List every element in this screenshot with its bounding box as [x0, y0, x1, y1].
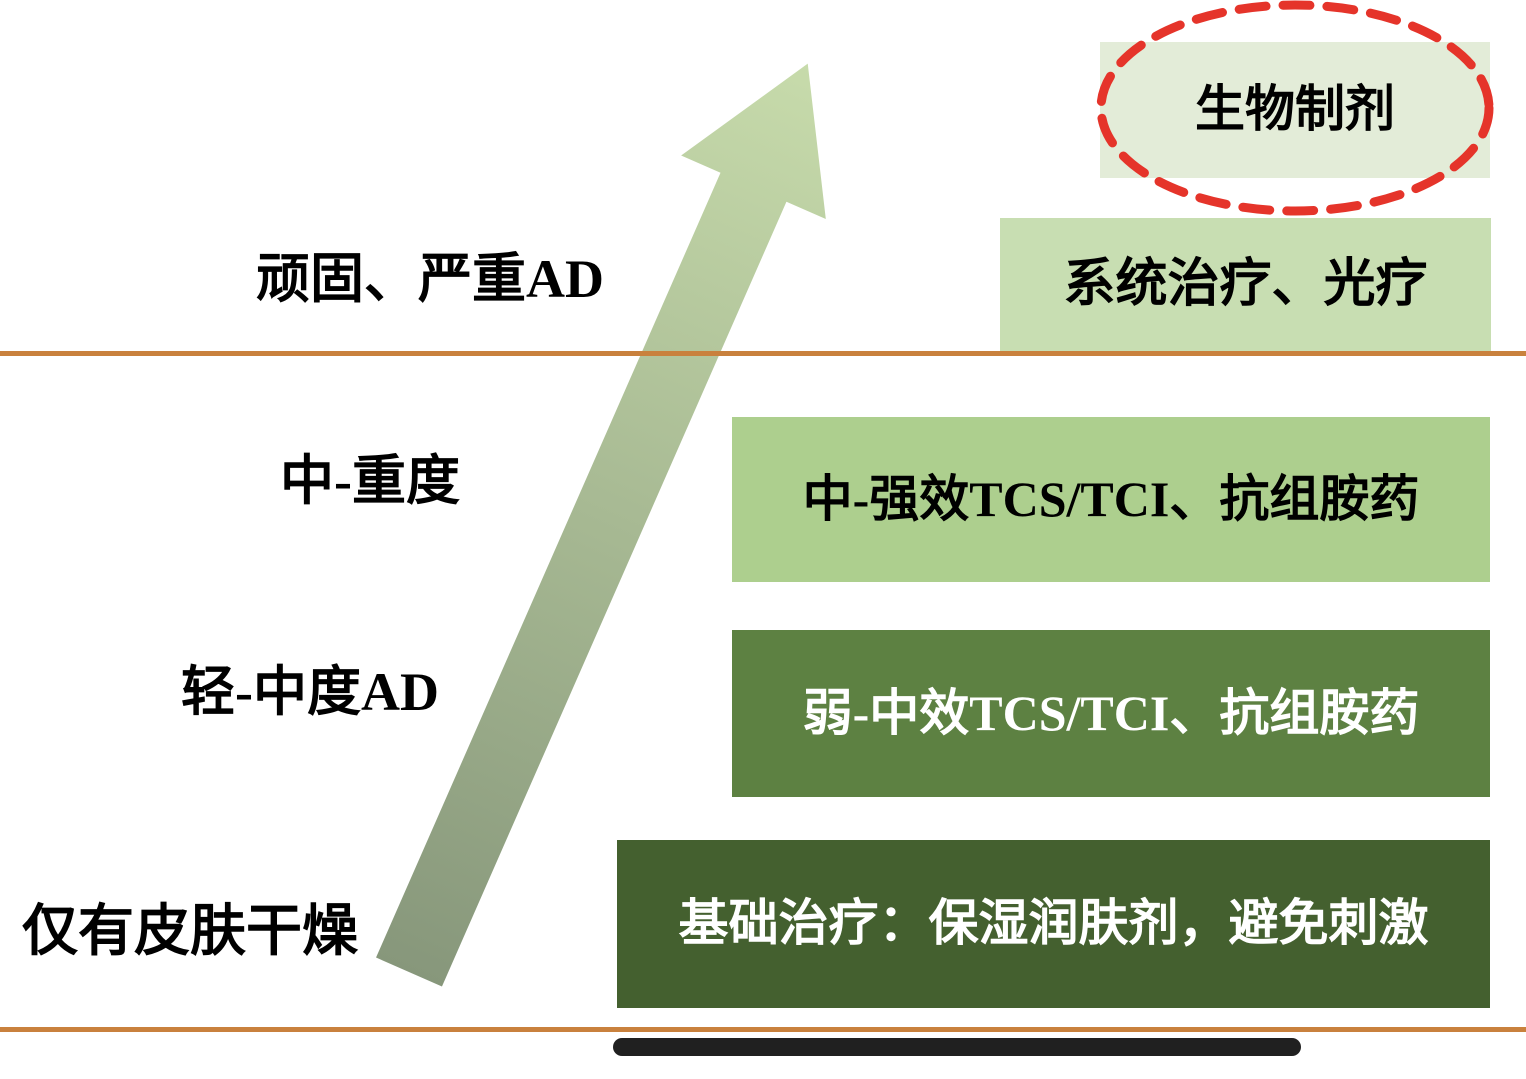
up-arrow-shape — [376, 63, 826, 987]
severity-label-mild-moderate-ad: 轻-中度AD — [181, 662, 439, 722]
severity-label-dry-skin-only: 仅有皮肤干燥 — [22, 901, 358, 963]
bottom-bar — [613, 1038, 1301, 1056]
divider-line-bottom — [0, 1027, 1526, 1032]
severity-label-moderate-severe: 中-重度 — [280, 451, 460, 511]
treatment-box-basic-therapy: 基础治疗：保湿润肤剂，避免刺激 — [617, 840, 1490, 1008]
treatment-box-systemic-phototherapy: 系统治疗、光疗 — [1000, 218, 1491, 352]
severity-label-refractory-severe-ad: 顽固、严重AD — [256, 249, 604, 309]
treatment-box-mid-strong-tcs-tci: 中-强效TCS/TCI、抗组胺药 — [732, 417, 1490, 582]
treatment-box-biologics: 生物制剂 — [1100, 42, 1490, 178]
divider-line-top — [0, 351, 1526, 356]
treatment-box-weak-mid-tcs-tci: 弱-中效TCS/TCI、抗组胺药 — [732, 630, 1490, 797]
